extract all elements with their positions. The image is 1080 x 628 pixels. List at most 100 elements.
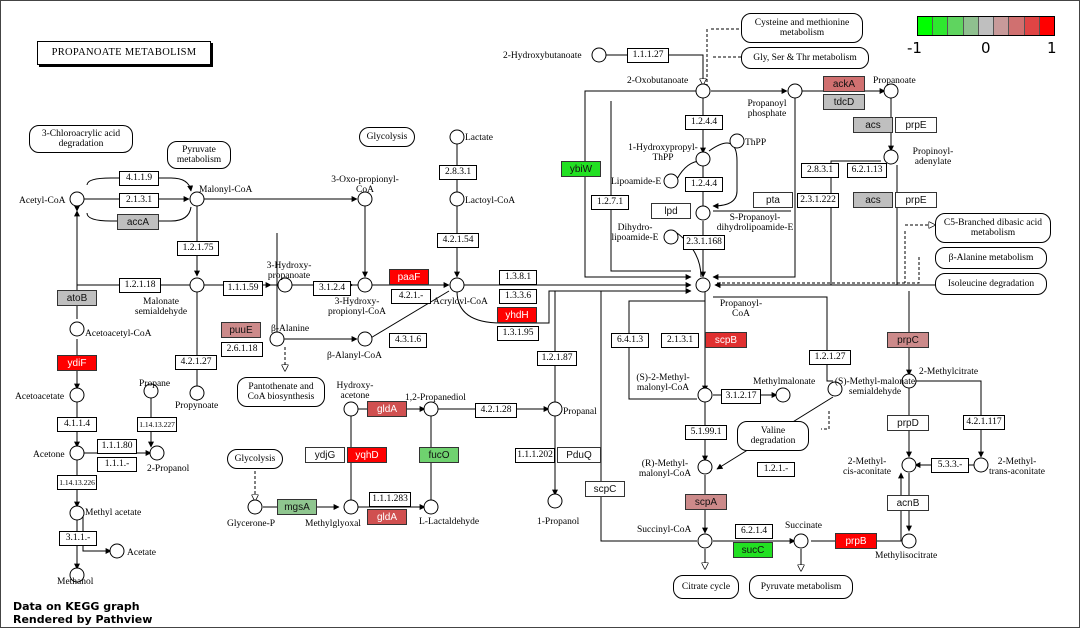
- gene-tdcD[interactable]: tdcD: [823, 94, 865, 110]
- gene-paaF[interactable]: paaF: [389, 269, 429, 285]
- ec-1-1-1-59[interactable]: 1.1.1.59: [223, 281, 263, 296]
- gene-prpE-1[interactable]: prpE: [895, 117, 937, 133]
- gene-atoB[interactable]: atoB: [57, 290, 97, 306]
- gene-acnB[interactable]: acnB: [887, 495, 929, 511]
- ec-1-3-8-1[interactable]: 1.3.8.1: [499, 270, 537, 285]
- gene-pduQ[interactable]: PduQ: [557, 447, 601, 463]
- gene-ybiW[interactable]: ybiW: [561, 161, 601, 177]
- gene-lpd[interactable]: lpd: [651, 203, 691, 219]
- legend-swatch: [1008, 17, 1024, 35]
- label-acryloyl: Acrylovl-CoA: [433, 297, 488, 307]
- pathway-glyser[interactable]: Gly, Ser & Thr metabolism: [741, 47, 869, 69]
- ec-1-3-3-6[interactable]: 1.3.3.6: [499, 289, 537, 304]
- label-propane: Propane: [139, 379, 171, 389]
- ec-2-1-3-1[interactable]: 2.1.3.1: [119, 193, 159, 208]
- ec-3-1-2-4[interactable]: 3.1.2.4: [313, 281, 351, 296]
- gene-prpD[interactable]: prpD: [887, 415, 929, 431]
- gene-ydiF[interactable]: ydiF: [57, 355, 97, 371]
- pathway-glycolysis-1[interactable]: Glycolysis: [359, 127, 415, 147]
- gene-mgsA[interactable]: mgsA: [277, 499, 317, 515]
- gene-yhdH[interactable]: yhdH: [497, 307, 537, 323]
- pathway-isoleucine[interactable]: Isoleucine degradation: [935, 273, 1047, 295]
- gene-gldA-2[interactable]: gldA: [367, 509, 407, 525]
- pathway-balaninemet[interactable]: β-Alanine metabolism: [935, 247, 1047, 269]
- ec-1-2-4-4-b[interactable]: 1.2.4.4: [685, 177, 723, 192]
- gene-prpB[interactable]: prpB: [835, 533, 877, 549]
- ec-1-1-1-202[interactable]: 1.1.1.202: [515, 448, 555, 463]
- label-propanal: Propanal: [563, 407, 597, 417]
- ec-4-3-1-6[interactable]: 4.3.1.6: [389, 333, 427, 348]
- ec-1-2-1-27[interactable]: 1.2.1.27: [809, 350, 851, 365]
- gene-acs-1[interactable]: acs: [853, 117, 893, 133]
- label-methylisocitrate: Methylisocitrate: [875, 551, 938, 561]
- pathway-glycolysis-2[interactable]: Glycolysis: [227, 449, 283, 469]
- pathway-pyruvate-2[interactable]: Pyruvate metabolism: [749, 575, 853, 599]
- gene-scpB[interactable]: scpB: [705, 332, 747, 348]
- ec-1-2-1-75[interactable]: 1.2.1.75: [177, 241, 219, 256]
- ec-1-1-1-27[interactable]: 1.1.1.27: [627, 48, 669, 63]
- ec-3-1-1[interactable]: 3.1.1.-: [59, 531, 97, 546]
- label-methylcisaconitate: 2-Methyl-cis-aconitate: [842, 457, 891, 477]
- ec-4-1-1-9[interactable]: 4.1.1.9: [119, 171, 159, 186]
- pathway-pyruvate-1[interactable]: Pyruvate metabolism: [167, 141, 231, 169]
- ec-2-8-3-1-b[interactable]: 2.8.3.1: [801, 163, 839, 178]
- ec-4-2-1-54[interactable]: 4.2.1.54: [437, 233, 479, 248]
- gene-ackA[interactable]: ackA: [823, 76, 865, 92]
- gene-scpC[interactable]: scpC: [585, 481, 625, 497]
- gene-puuE[interactable]: puuE: [221, 322, 261, 338]
- gene-scpA[interactable]: scpA: [685, 494, 727, 510]
- gene-yqhD[interactable]: yqhD: [347, 447, 387, 463]
- ec-1-1-1[interactable]: 1.1.1.-: [97, 457, 137, 472]
- label-propanoyl-phosphate: Propanoyl phosphate: [747, 99, 787, 119]
- ec-1-2-7-1[interactable]: 1.2.7.1: [591, 195, 629, 210]
- ec-1-14-13-226[interactable]: 1.14.13.226: [57, 475, 97, 490]
- ec-3-1-2-17[interactable]: 3.1.2.17: [721, 389, 761, 404]
- ec-1-14-13-227[interactable]: 1.14.13.227: [137, 417, 177, 432]
- ec-4-2-1-28[interactable]: 4.2.1.28: [475, 403, 517, 418]
- label-succinylcoa: Succinyl-CoA: [637, 525, 692, 535]
- ec-2-1-3-1-b[interactable]: 2.1.3.1: [661, 333, 699, 348]
- label-lactate: Lactate: [465, 133, 493, 143]
- ec-1-2-1[interactable]: 1.2.1.-: [757, 462, 795, 477]
- ec-5-1-99-1[interactable]: 5.1.99.1: [685, 425, 727, 440]
- pathway-cysteine[interactable]: Cysteine and methionine metabolism: [741, 13, 863, 43]
- gene-sucC[interactable]: sucC: [733, 542, 773, 558]
- ec-6-2-1-13[interactable]: 6.2.1.13: [847, 163, 887, 178]
- gene-ydjG[interactable]: ydjG: [305, 447, 345, 463]
- ec-2-6-1-18[interactable]: 2.6.1.18: [221, 342, 263, 357]
- gene-prpC[interactable]: prpC: [887, 332, 929, 348]
- ec-2-3-1-222[interactable]: 2.3.1.222: [797, 193, 839, 208]
- gene-gldA-1[interactable]: gldA: [367, 401, 407, 417]
- label-glycerone-p: Glycerone-P: [227, 519, 276, 529]
- ec-4-2-1[interactable]: 4.2.1.-: [391, 289, 431, 304]
- ec-5-3-3[interactable]: 5.3.3.-: [931, 458, 969, 473]
- footer-line-1: Data on KEGG graph: [13, 600, 140, 613]
- ec-1-2-4-4-a[interactable]: 1.2.4.4: [685, 115, 723, 130]
- ec-1-2-1-18[interactable]: 1.2.1.18: [119, 278, 161, 293]
- ec-1-3-1-95[interactable]: 1.3.1.95: [497, 326, 539, 341]
- ec-6-2-1-4[interactable]: 6.2.1.4: [735, 524, 773, 539]
- label-thpp: ThPP: [745, 138, 767, 148]
- gene-pta[interactable]: pta: [753, 192, 793, 208]
- ec-4-2-1-27-a[interactable]: 4.2.1.27: [175, 355, 217, 370]
- pathway-chloroacrylic[interactable]: 3-Chloroacrylic acid degradation: [29, 125, 133, 153]
- pathway-c5branched[interactable]: C5-Branched dibasic acid metabolism: [935, 213, 1051, 243]
- gene-accA[interactable]: accA: [117, 214, 159, 230]
- ec-2-8-3-1-a[interactable]: 2.8.3.1: [439, 165, 477, 180]
- pathway-citrate[interactable]: Citrate cycle: [673, 575, 739, 599]
- ec-4-1-1-4[interactable]: 4.1.1.4: [57, 417, 97, 432]
- ec-6-4-1-3[interactable]: 6.4.1.3: [611, 333, 649, 348]
- ec-1-1-1-80[interactable]: 1.1.1.80: [97, 439, 137, 454]
- pathway-pantothenate[interactable]: Pantothenate and CoA biosynthesis: [237, 377, 325, 407]
- gene-acs-2[interactable]: acs: [853, 192, 893, 208]
- gene-fucO[interactable]: fucO: [419, 447, 459, 463]
- pathway-title: PROPANOATE METABOLISM: [37, 41, 211, 65]
- ec-1-2-1-87[interactable]: 1.2.1.87: [537, 351, 577, 366]
- label-rmethylmalonyl: (R)-Methyl-malonyl-CoA: [638, 459, 692, 479]
- pathway-valine[interactable]: Valine degradation: [737, 421, 809, 451]
- ec-1-1-1-283[interactable]: 1.1.1.283: [369, 492, 411, 507]
- ec-4-2-1-117[interactable]: 4.2.1.117: [963, 415, 1005, 430]
- label-malonate-sa: Malonate semialdehyde: [134, 297, 188, 317]
- gene-prpE-2[interactable]: prpE: [895, 192, 937, 208]
- ec-2-3-1-168[interactable]: 2.3.1.168: [683, 235, 725, 250]
